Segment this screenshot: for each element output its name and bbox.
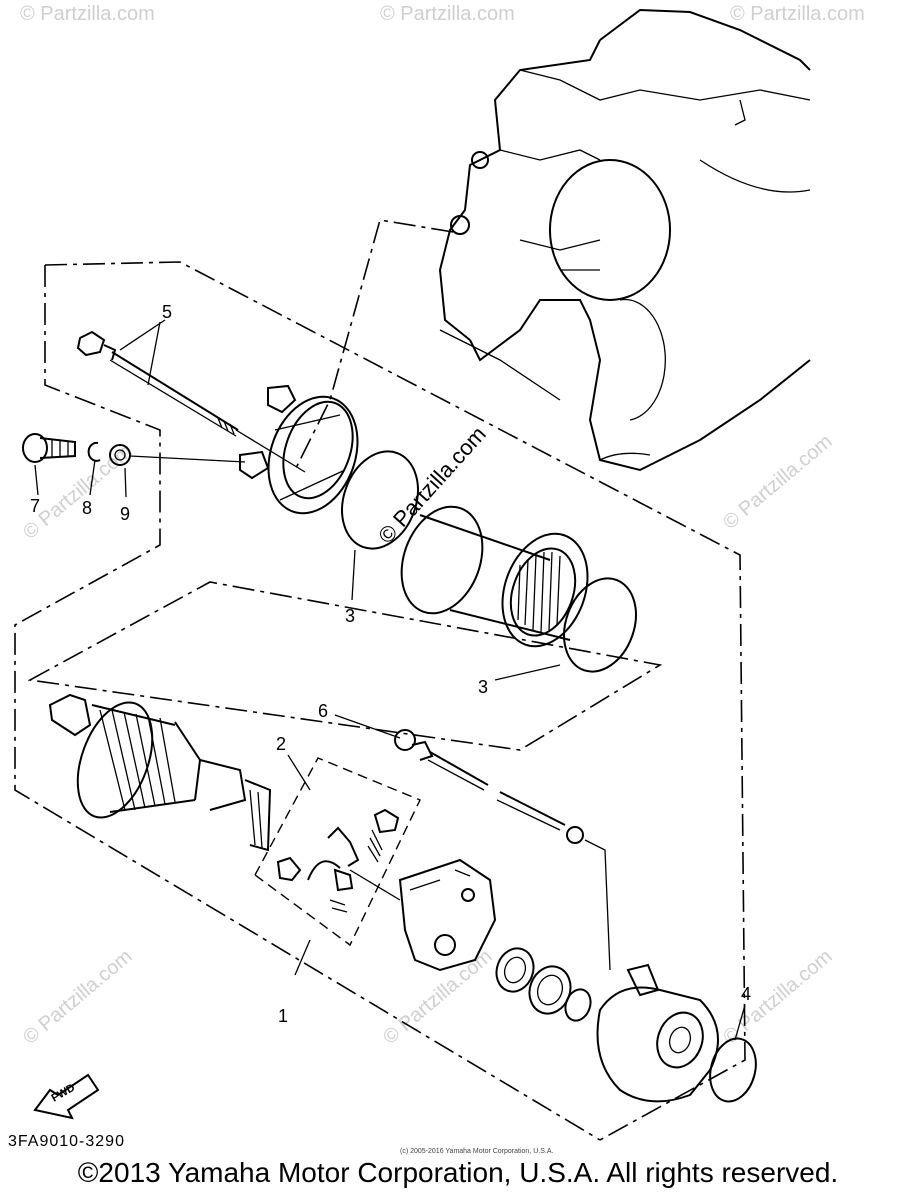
crankcase — [438, 8, 811, 472]
callout-4: 4 — [741, 984, 751, 1004]
brush-holder — [349, 858, 497, 972]
callouts: 5 7 8 9 3 3 6 2 1 4 — [30, 302, 751, 1026]
fwd-label: FWD — [50, 1082, 78, 1105]
center-watermark: © Partzilla.com — [373, 421, 491, 548]
callout-5: 5 — [162, 302, 172, 322]
copyright-footer: ©2013 Yamaha Motor Corporation, U.S.A. A… — [77, 1157, 839, 1188]
callout-6: 6 — [318, 701, 328, 721]
callout-2: 2 — [276, 734, 286, 754]
mounting-bolt-set — [22, 433, 246, 466]
part-code: 3FA9010-3290 — [8, 1133, 125, 1150]
small-copyright: (c) 2005-2016 Yamaha Motor Corporation, … — [400, 1148, 554, 1155]
o-rings — [341, 450, 637, 673]
callout-7: 7 — [30, 496, 40, 516]
watermark: © Partzilla.com — [19, 440, 136, 543]
callout-8: 8 — [82, 498, 92, 518]
watermark: © Partzilla.com — [379, 945, 496, 1048]
brush-set — [276, 808, 400, 913]
callout-3b: 3 — [478, 677, 488, 697]
watermark-layer: © Partzilla.com © Partzilla.com © Partzi… — [19, 3, 865, 1049]
watermark: © Partzilla.com — [730, 3, 865, 25]
yoke — [400, 505, 589, 648]
terminal-bolt — [394, 729, 611, 971]
bearings — [495, 947, 592, 1022]
dashed-boundaries — [14, 219, 746, 1141]
callout-9: 9 — [120, 504, 130, 524]
armature — [48, 693, 272, 852]
fwd-arrow: FWD — [33, 1073, 100, 1120]
callout-1: 1 — [278, 1006, 288, 1026]
rear-cover — [596, 963, 719, 1103]
watermark: © Partzilla.com — [20, 3, 155, 25]
callout-3a: 3 — [345, 606, 355, 626]
front-cover — [239, 384, 359, 515]
watermark: © Partzilla.com — [19, 945, 136, 1048]
o-ring-4 — [709, 1037, 757, 1103]
watermark: © Partzilla.com — [719, 430, 836, 533]
leader-lines — [34, 319, 746, 1041]
watermark: © Partzilla.com — [380, 3, 515, 25]
